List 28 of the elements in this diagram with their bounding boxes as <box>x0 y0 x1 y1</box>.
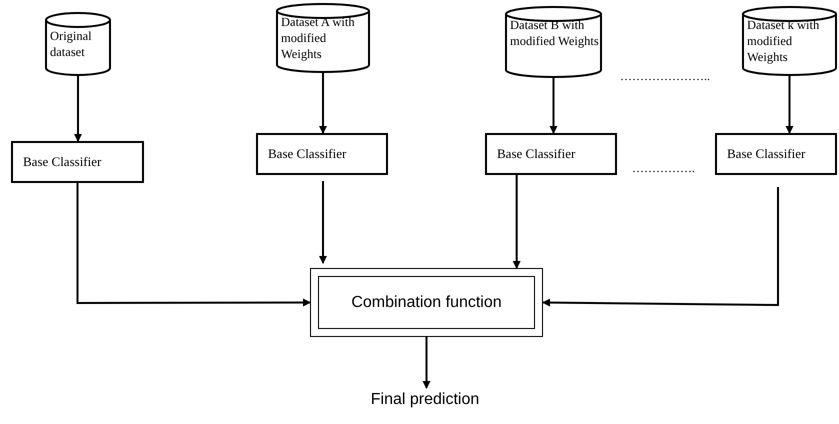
ellipsis-label: ………………….. <box>620 69 710 84</box>
box-label: Base Classifier <box>727 146 806 162</box>
classifier-box <box>715 133 837 175</box>
box-label: Combination function <box>351 294 502 312</box>
combination-box <box>310 268 543 337</box>
output-label: Final prediction <box>370 391 480 409</box>
arrow <box>550 78 558 134</box>
arrow <box>319 181 327 264</box>
database-cylinder <box>505 6 602 78</box>
database-cylinder <box>742 6 837 76</box>
dataset-label: Original dataset <box>50 28 93 60</box>
database-cylinder <box>276 3 370 73</box>
box-label: Base Classifier <box>23 154 102 170</box>
classifier-box <box>485 133 617 175</box>
dataset-label: Dataset A with modified Weights <box>281 14 356 62</box>
ellipsis-label: ……………. <box>632 161 695 176</box>
arrow <box>319 73 327 134</box>
arrow <box>542 187 779 307</box>
arrow <box>786 76 794 134</box>
arrow <box>512 175 521 269</box>
arrow <box>76 183 311 307</box>
arrow <box>422 337 430 389</box>
box-label: Base Classifier <box>497 146 576 162</box>
classifier-box <box>256 133 388 175</box>
box-label: Base Classifier <box>268 146 346 162</box>
database-cylinder <box>45 12 111 76</box>
arrow <box>74 76 82 142</box>
classifier-box <box>11 141 144 183</box>
